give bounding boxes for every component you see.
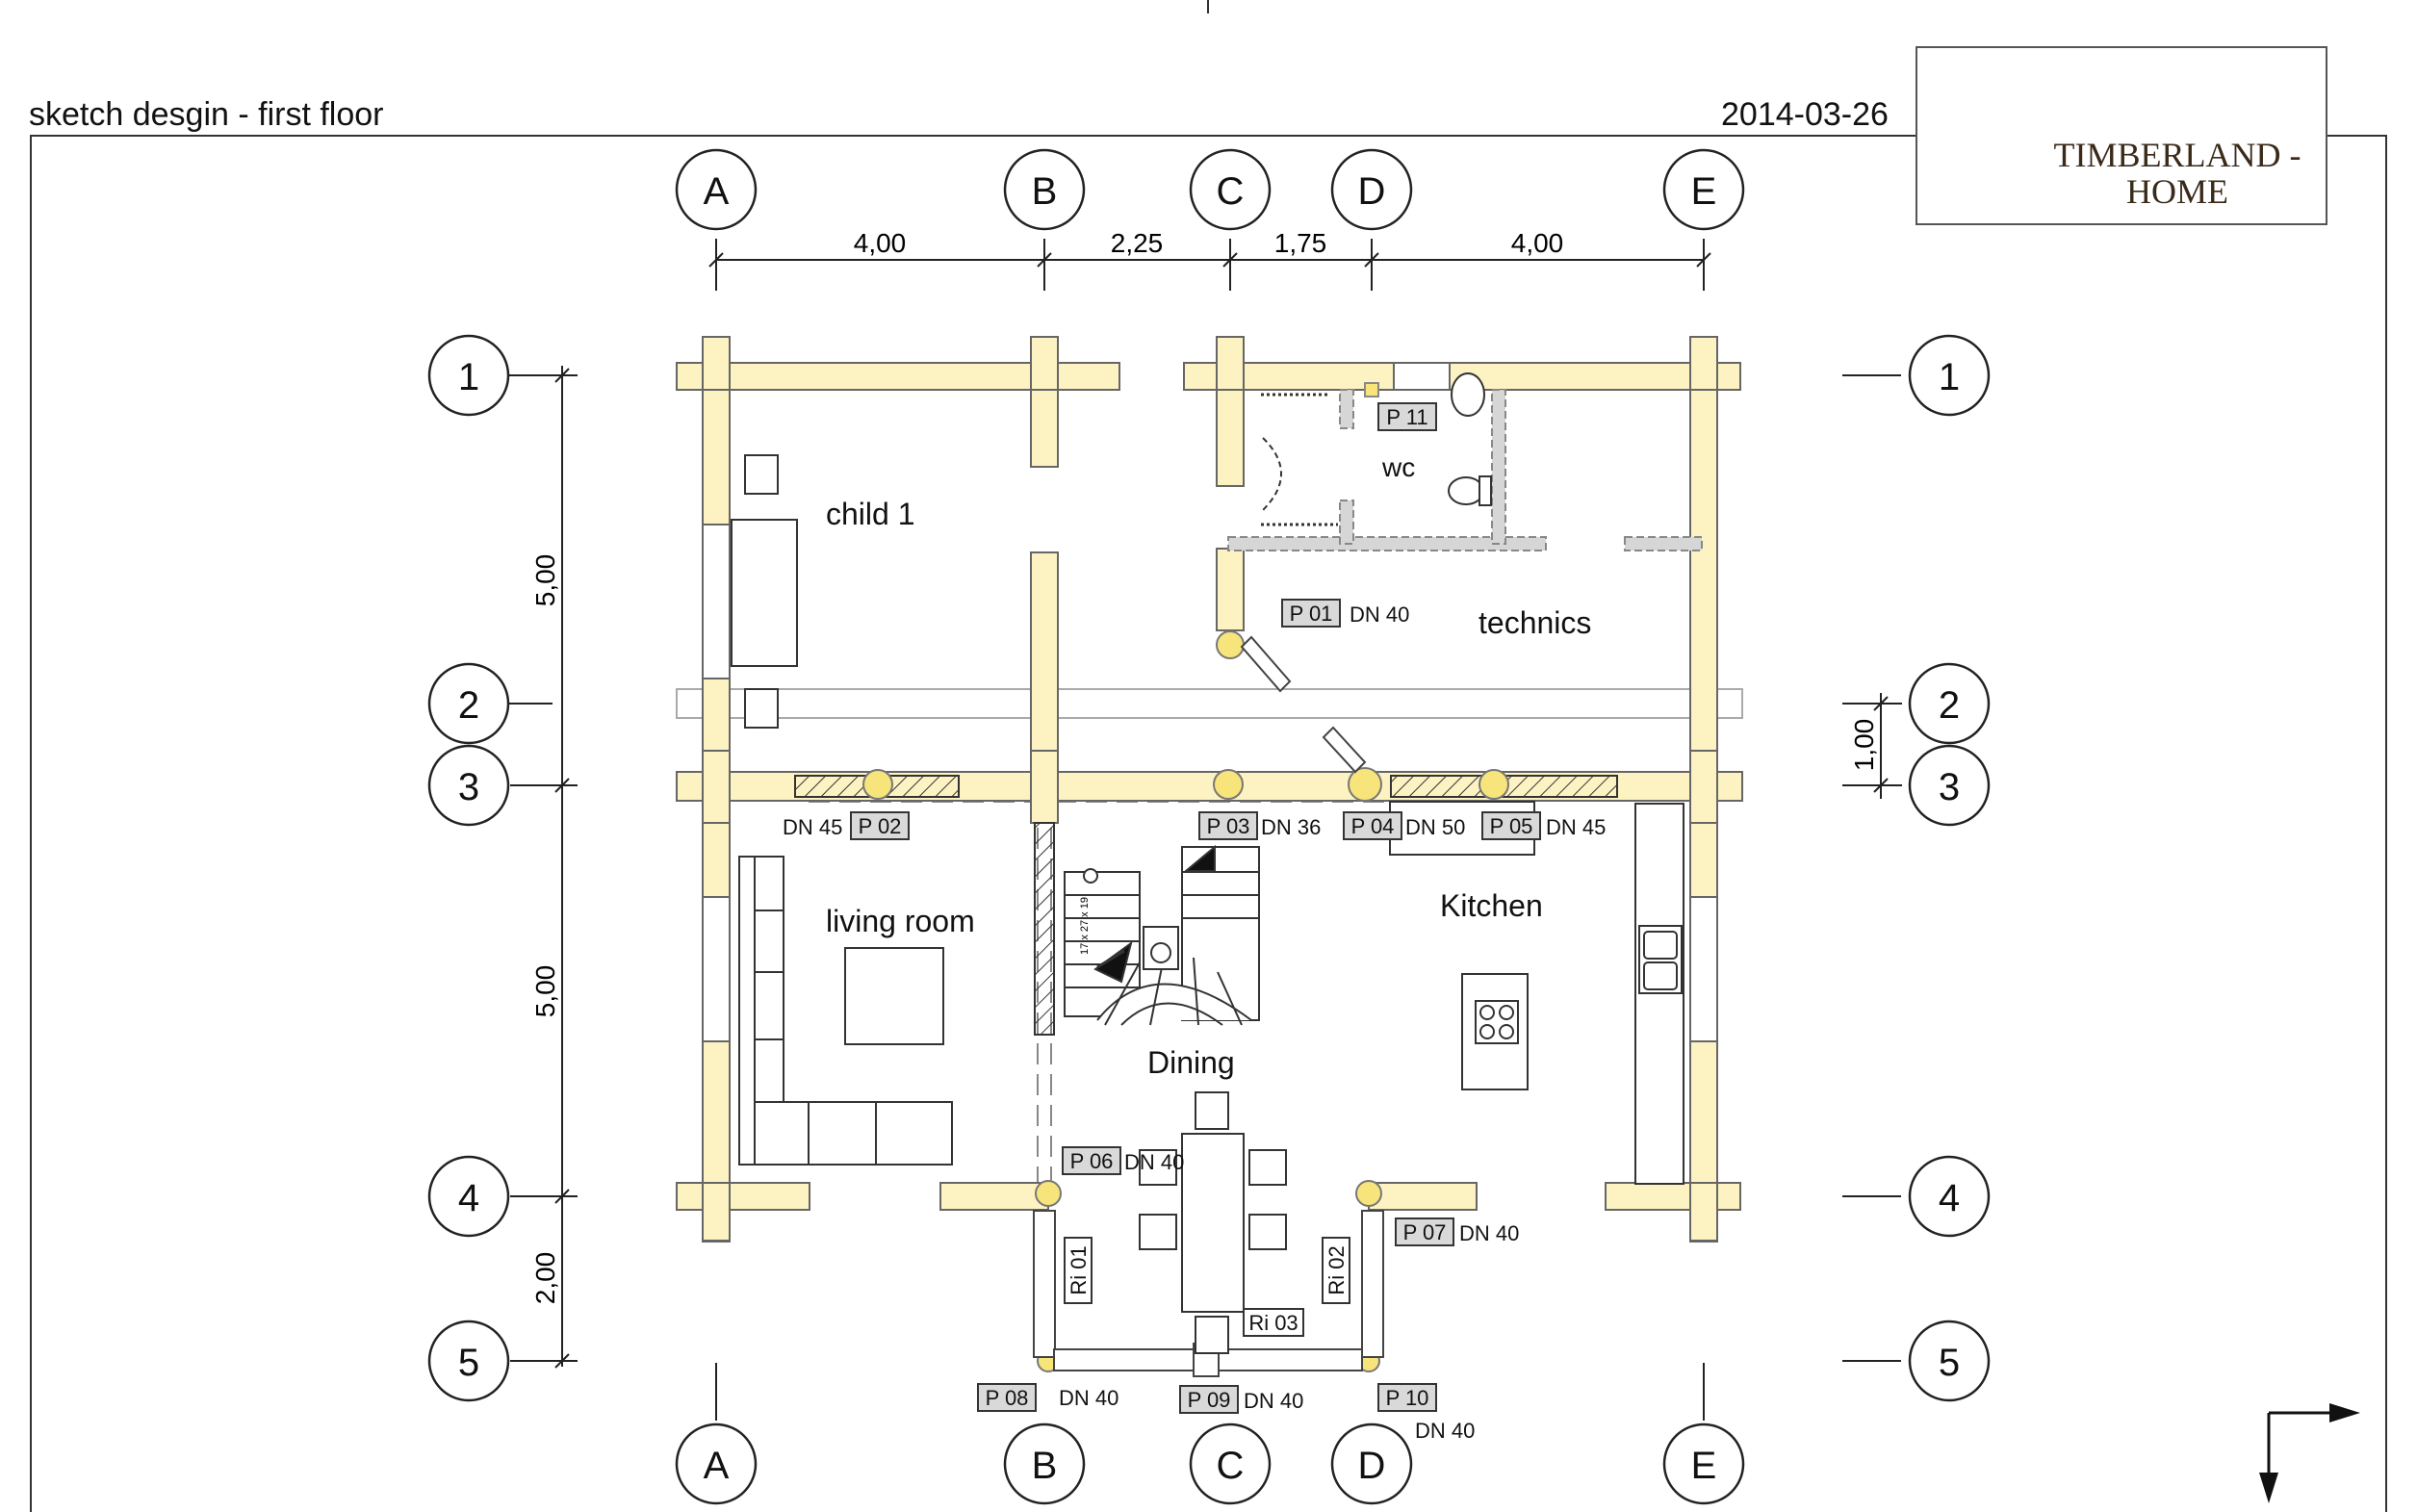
dim-v-1: 5,00 bbox=[530, 554, 560, 607]
axis-col-e-top: E bbox=[1691, 170, 1717, 213]
axis-row-1-right: 1 bbox=[1939, 356, 1960, 398]
posts bbox=[862, 630, 1509, 1372]
room-label-dining: Dining bbox=[1147, 1045, 1235, 1080]
rail-label-ri01: Ri 01 bbox=[1067, 1245, 1091, 1294]
diagonal-braces bbox=[1240, 635, 1367, 774]
living-furniture bbox=[738, 856, 953, 1166]
right-dimension-line bbox=[1842, 693, 1902, 799]
axis-row-1-left: 1 bbox=[458, 356, 479, 398]
coffee-table-icon bbox=[844, 947, 944, 1045]
axis-col-a-bottom: A bbox=[704, 1445, 730, 1487]
stair-up-arrow-icon bbox=[1183, 844, 1216, 872]
rail-label-ri02: Ri 02 bbox=[1324, 1245, 1349, 1294]
windows bbox=[702, 362, 1718, 1042]
stair-label: 17 x 27 x 19 bbox=[1079, 897, 1091, 955]
axis-row-2-left: 2 bbox=[458, 684, 479, 727]
top-dimension-line bbox=[708, 239, 1711, 291]
axis-row-5-right: 5 bbox=[1939, 1342, 1960, 1384]
logo-line-2: HOME bbox=[2126, 172, 2228, 211]
axis-col-a-top: A bbox=[704, 170, 730, 213]
post-tags bbox=[850, 402, 1541, 1414]
left-dimension-line bbox=[510, 366, 578, 1369]
dim-v-right: 1,00 bbox=[1849, 719, 1879, 772]
desk-chair-icon bbox=[744, 454, 779, 495]
axis-row-5-left: 5 bbox=[458, 1342, 479, 1384]
room-label-living: living room bbox=[826, 904, 975, 938]
post-tag-p07: P 07 bbox=[1403, 1220, 1447, 1244]
axis-col-c-bottom: C bbox=[1217, 1445, 1245, 1487]
child-furniture bbox=[731, 454, 798, 729]
room-label-technics: technics bbox=[1478, 605, 1591, 640]
post-dn-p08: DN 40 bbox=[1059, 1386, 1119, 1410]
wc-bracket bbox=[1364, 382, 1379, 397]
wc-fixtures bbox=[1261, 372, 1492, 526]
axis-bubbles bbox=[427, 148, 1991, 1505]
axis-row-3-right: 3 bbox=[1939, 766, 1960, 808]
rail-tags bbox=[1064, 1237, 1350, 1337]
partitions bbox=[1227, 389, 1703, 551]
post-dn-p03: DN 36 bbox=[1261, 815, 1321, 839]
north-arrow-icon bbox=[2259, 1403, 2360, 1503]
post-tag-p08: P 08 bbox=[986, 1386, 1029, 1410]
axis-row-3-left: 3 bbox=[458, 766, 479, 808]
logo-box bbox=[1916, 46, 2327, 225]
axis-row-4-right: 4 bbox=[1939, 1177, 1960, 1219]
post-tag-p04: P 04 bbox=[1351, 814, 1395, 838]
axis-col-d-bottom: D bbox=[1358, 1445, 1386, 1487]
post-tag-p06: P 06 bbox=[1070, 1149, 1114, 1173]
rail-label-ri03: Ri 03 bbox=[1248, 1311, 1298, 1335]
post-dn-p04: DN 50 bbox=[1405, 815, 1465, 839]
dining-set bbox=[1139, 1091, 1287, 1354]
dim-v-2: 5,00 bbox=[530, 965, 560, 1018]
post-dn-p06: DN 40 bbox=[1124, 1150, 1184, 1174]
sofa-bottom-icon bbox=[754, 1101, 953, 1166]
staircase bbox=[1064, 844, 1260, 1026]
post-tag-p05: P 05 bbox=[1490, 814, 1533, 838]
post-tag-p02: P 02 bbox=[859, 814, 902, 838]
post-tag-p01: P 01 bbox=[1290, 602, 1333, 626]
axis-col-c-top: C bbox=[1217, 170, 1245, 213]
axis-col-e-bottom: E bbox=[1691, 1445, 1717, 1487]
axis-row-4-left: 4 bbox=[458, 1177, 479, 1219]
axis-col-d-top: D bbox=[1358, 170, 1386, 213]
sink-icon bbox=[1448, 476, 1484, 505]
room-label-child: child 1 bbox=[826, 497, 915, 531]
post-dn-p01: DN 40 bbox=[1350, 602, 1409, 627]
logo-line-1: TIMBERLAND - bbox=[2053, 136, 2301, 174]
post-tag-p10: P 10 bbox=[1386, 1386, 1429, 1410]
post-dn-p10: DN 40 bbox=[1415, 1419, 1475, 1443]
nightstand-icon bbox=[744, 688, 779, 729]
dim-h-1: 4,00 bbox=[854, 228, 907, 258]
sheet-frame bbox=[30, 135, 1916, 1512]
post-tag-p11: P 11 bbox=[1386, 405, 1427, 429]
sofa-back-icon bbox=[738, 856, 756, 1166]
dim-h-2: 2,25 bbox=[1111, 228, 1164, 258]
post-dn-p07: DN 40 bbox=[1459, 1221, 1519, 1245]
dim-v-3: 2,00 bbox=[530, 1252, 560, 1305]
bed-icon bbox=[731, 519, 798, 667]
post-dn-p02: DN 45 bbox=[783, 815, 842, 839]
post-dn-p05: DN 45 bbox=[1546, 815, 1606, 839]
post-tag-p03: P 03 bbox=[1207, 814, 1250, 838]
room-label-kitchen: Kitchen bbox=[1440, 888, 1543, 923]
dining-table-icon bbox=[1181, 1133, 1245, 1313]
ceiling-beam bbox=[676, 688, 1743, 719]
post-dn-p09: DN 40 bbox=[1244, 1389, 1303, 1413]
kitchen-fixtures bbox=[1389, 801, 1684, 1185]
axis-leaders bbox=[508, 374, 1901, 1421]
axis-row-2-right: 2 bbox=[1939, 684, 1960, 727]
room-label-wc: wc bbox=[1381, 452, 1415, 482]
sheet-frame-right bbox=[2326, 135, 2387, 1512]
company-logo: TIMBERLAND - HOME bbox=[1916, 137, 2324, 210]
dim-h-4: 4,00 bbox=[1511, 228, 1564, 258]
post-tag-p09: P 09 bbox=[1188, 1388, 1231, 1412]
dim-h-3: 1,75 bbox=[1274, 228, 1327, 258]
toilet-icon bbox=[1451, 372, 1485, 417]
axis-col-b-bottom: B bbox=[1032, 1445, 1058, 1487]
sheet-title: sketch desgin - first floor bbox=[29, 96, 384, 133]
sheet-date: 2014-03-26 bbox=[1721, 96, 1889, 133]
axis-col-b-top: B bbox=[1032, 170, 1058, 213]
